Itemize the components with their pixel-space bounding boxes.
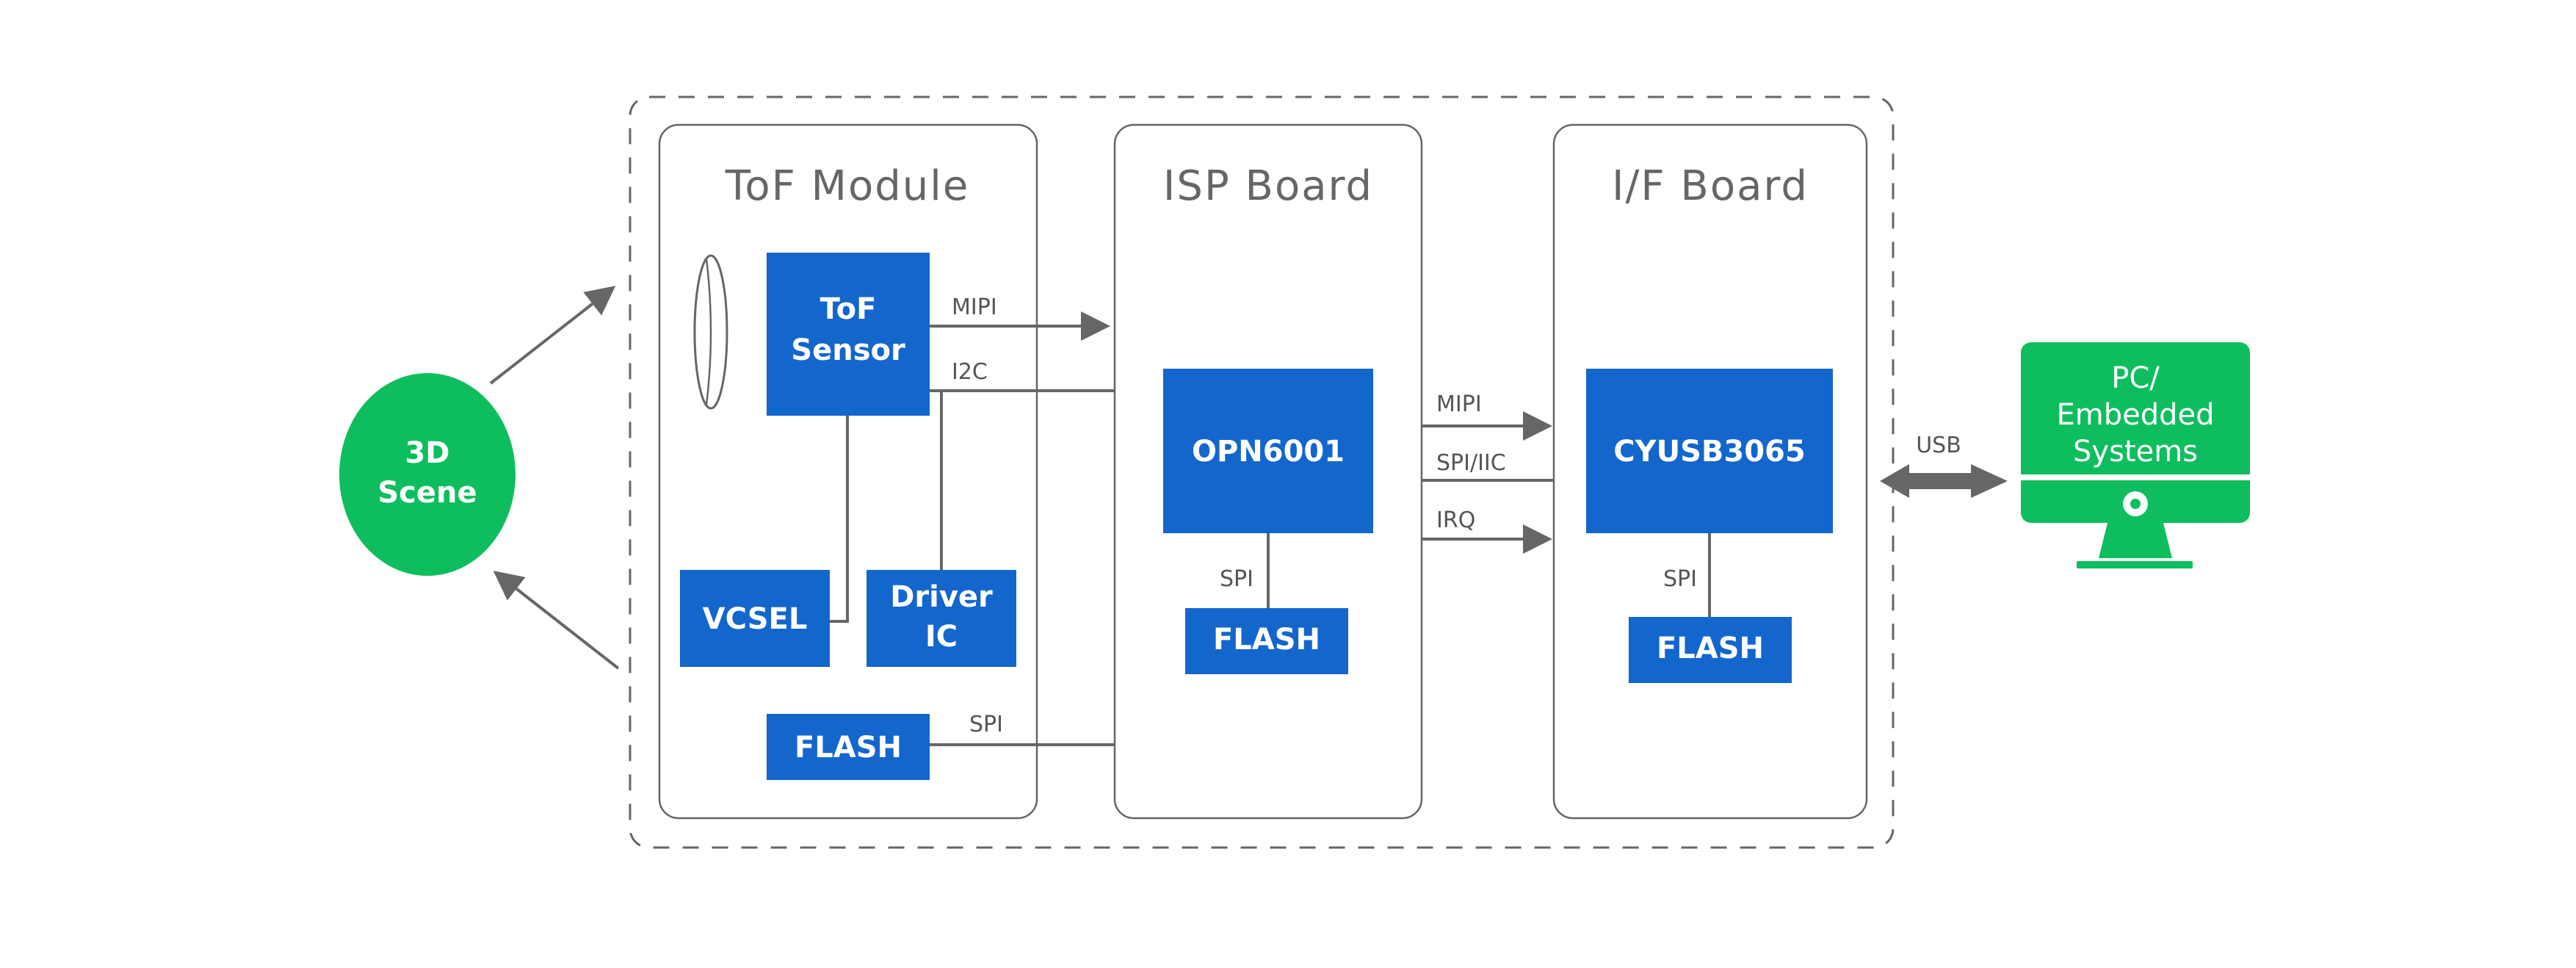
opn6001-label: OPN6001 bbox=[1192, 435, 1345, 469]
vcsel-label: VCSEL bbox=[703, 602, 808, 636]
usb-double-arrow bbox=[1880, 464, 2008, 498]
pc-label-2: Embedded bbox=[2056, 398, 2214, 432]
sensor-vcsel-line bbox=[830, 416, 849, 623]
driver-ic-label-2: IC bbox=[925, 620, 958, 654]
isp-flash-block bbox=[1185, 608, 1348, 674]
scene-label-2: Scene bbox=[377, 476, 477, 510]
scene-node bbox=[339, 373, 515, 576]
i2c-label: I2C bbox=[952, 359, 988, 385]
tof-flash-spi-label: SPI bbox=[969, 712, 1003, 737]
cyusb3065-label: CYUSB3065 bbox=[1613, 435, 1805, 469]
scene-emit-arrow bbox=[489, 286, 616, 385]
cyusb3065-block bbox=[1586, 369, 1833, 533]
lens-icon-inner bbox=[705, 258, 712, 406]
tof-sensor-label-1: ToF bbox=[820, 292, 877, 326]
tof-module-title: ToF Module bbox=[725, 162, 970, 210]
tof-flash-block bbox=[767, 714, 930, 780]
pc-monitor-icon bbox=[2021, 342, 2250, 568]
opn6001-block bbox=[1163, 369, 1373, 533]
isp-flash-spi-label: SPI bbox=[1220, 566, 1253, 592]
usb-label: USB bbox=[1916, 433, 1961, 458]
tof-mipi-label: MIPI bbox=[952, 295, 997, 320]
pc-label-1: PC/ bbox=[2111, 361, 2160, 395]
tof-flash-label: FLASH bbox=[795, 731, 902, 765]
if-flash-block bbox=[1629, 617, 1792, 683]
isp-mipi-label: MIPI bbox=[1436, 391, 1482, 417]
pc-label-3: Systems bbox=[2073, 435, 2198, 469]
isp-board-title: ISP Board bbox=[1163, 162, 1373, 210]
if-board-title: I/F Board bbox=[1612, 162, 1809, 210]
irq-label: IRQ bbox=[1436, 508, 1475, 533]
driver-ic-label-1: Driver bbox=[890, 580, 993, 614]
driver-ic-block bbox=[866, 570, 1016, 667]
isp-flash-label: FLASH bbox=[1213, 623, 1320, 657]
if-flash-spi-label: SPI bbox=[1663, 566, 1697, 592]
tof-sensor-block bbox=[767, 253, 930, 416]
scene-label-1: 3D bbox=[405, 436, 449, 470]
spi-iic-label: SPI/IIC bbox=[1436, 450, 1506, 476]
tof-sensor-label-2: Sensor bbox=[791, 333, 905, 367]
vcsel-block bbox=[680, 570, 830, 667]
if-flash-label: FLASH bbox=[1657, 632, 1764, 665]
scene-return-arrow bbox=[493, 571, 620, 670]
